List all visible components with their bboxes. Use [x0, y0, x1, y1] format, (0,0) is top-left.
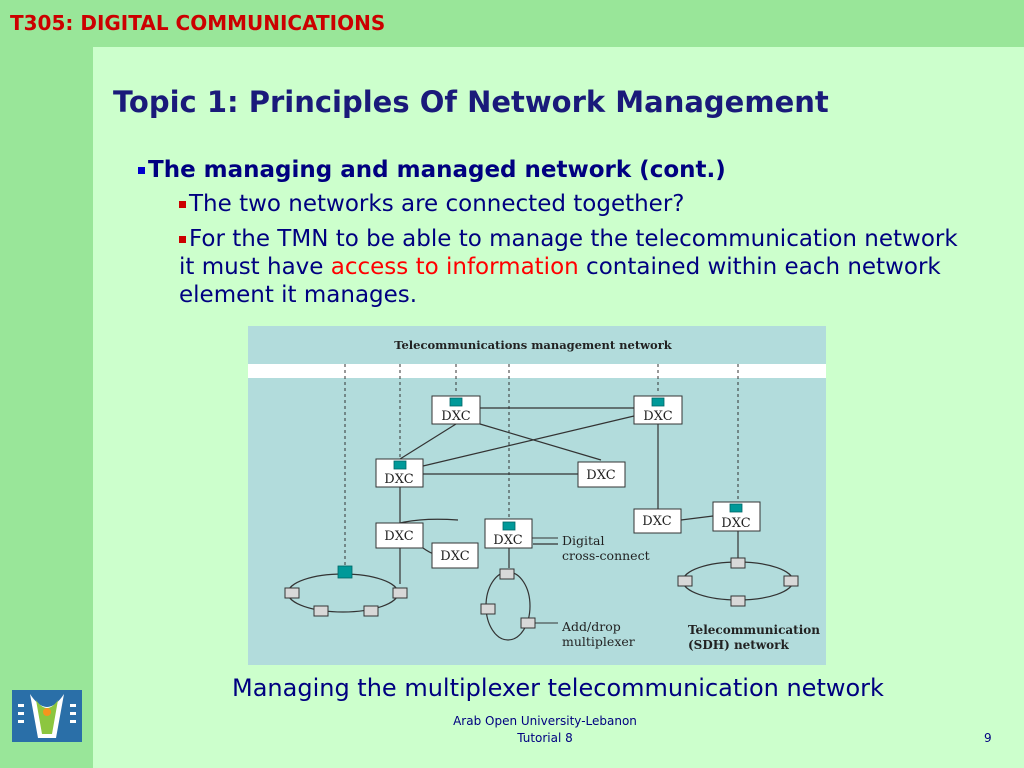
adm-label-1: Add/drop — [561, 619, 621, 634]
course-title: T305: DIGITAL COMMUNICATIONS — [10, 11, 386, 35]
dxc-label: DXC — [642, 514, 671, 529]
page-number: 9 — [984, 731, 992, 745]
dxc-label: DXC — [721, 516, 750, 531]
footer: Arab Open University-Lebanon Tutorial 8 — [420, 713, 670, 747]
dxc-label: DXC — [384, 529, 413, 544]
diagram-background — [248, 326, 826, 665]
footer-institution: Arab Open University-Lebanon — [453, 714, 637, 728]
tmn-interface-markers — [337, 397, 743, 579]
dxc-label: DXC — [586, 468, 615, 483]
sub-bullet-1: The two networks are connected together? — [179, 191, 685, 217]
dxc-node — [633, 508, 682, 534]
bullet-square-icon — [179, 201, 186, 208]
bullet-square-icon — [179, 236, 186, 243]
dxc-label: DXC — [440, 549, 469, 564]
digital-cc-label-2: cross-connect — [562, 548, 650, 563]
adm-label-2: multiplexer — [562, 634, 635, 649]
dxc-nodes: DXC DXC DXC DXC DXC DXC DXC DXC DXC — [375, 395, 761, 569]
dxc-node — [431, 542, 479, 569]
sdh-label-2: (SDH) network — [688, 638, 790, 652]
digital-cc-label-1: Digital — [562, 533, 605, 548]
tmn-band — [248, 364, 826, 378]
sdh-label-1: Telecommunication — [688, 623, 820, 637]
sub-bullet-2-text-end: contained within each network element it… — [179, 254, 941, 308]
tmn-links — [344, 364, 739, 566]
network-diagram: Telecommunications management network DX… — [248, 326, 826, 665]
dxc-label: DXC — [384, 472, 413, 487]
sub-bullet-1-text: The two networks are connected together? — [189, 191, 685, 217]
tmn-label: Telecommunications management network — [394, 338, 673, 352]
highlight-text: access to information — [330, 254, 579, 280]
bullet-square-icon — [138, 167, 145, 174]
dxc-label: DXC — [441, 409, 470, 424]
adm-nodes — [284, 557, 799, 629]
university-logo — [12, 690, 82, 742]
header-bar: T305: DIGITAL COMMUNICATIONS — [0, 0, 1024, 47]
dxc-label: DXC — [493, 533, 522, 548]
slide-title: Topic 1: Principles Of Network Managemen… — [113, 85, 829, 119]
figure-caption: Managing the multiplexer telecommunicati… — [232, 674, 884, 702]
side-bar — [0, 47, 93, 768]
sub-bullet-2-text: For the TMN to be able to manage the tel… — [179, 226, 958, 280]
dxc-node — [375, 522, 424, 549]
bullet-main: The managing and managed network (cont.) — [138, 157, 726, 183]
footer-tutorial: Tutorial 8 — [517, 731, 573, 745]
bullet-main-text: The managing and managed network (cont.) — [148, 157, 726, 183]
sub-bullet-2: For the TMN to be able to manage the tel… — [179, 225, 969, 309]
dxc-node — [577, 461, 626, 488]
dxc-label: DXC — [643, 409, 672, 424]
